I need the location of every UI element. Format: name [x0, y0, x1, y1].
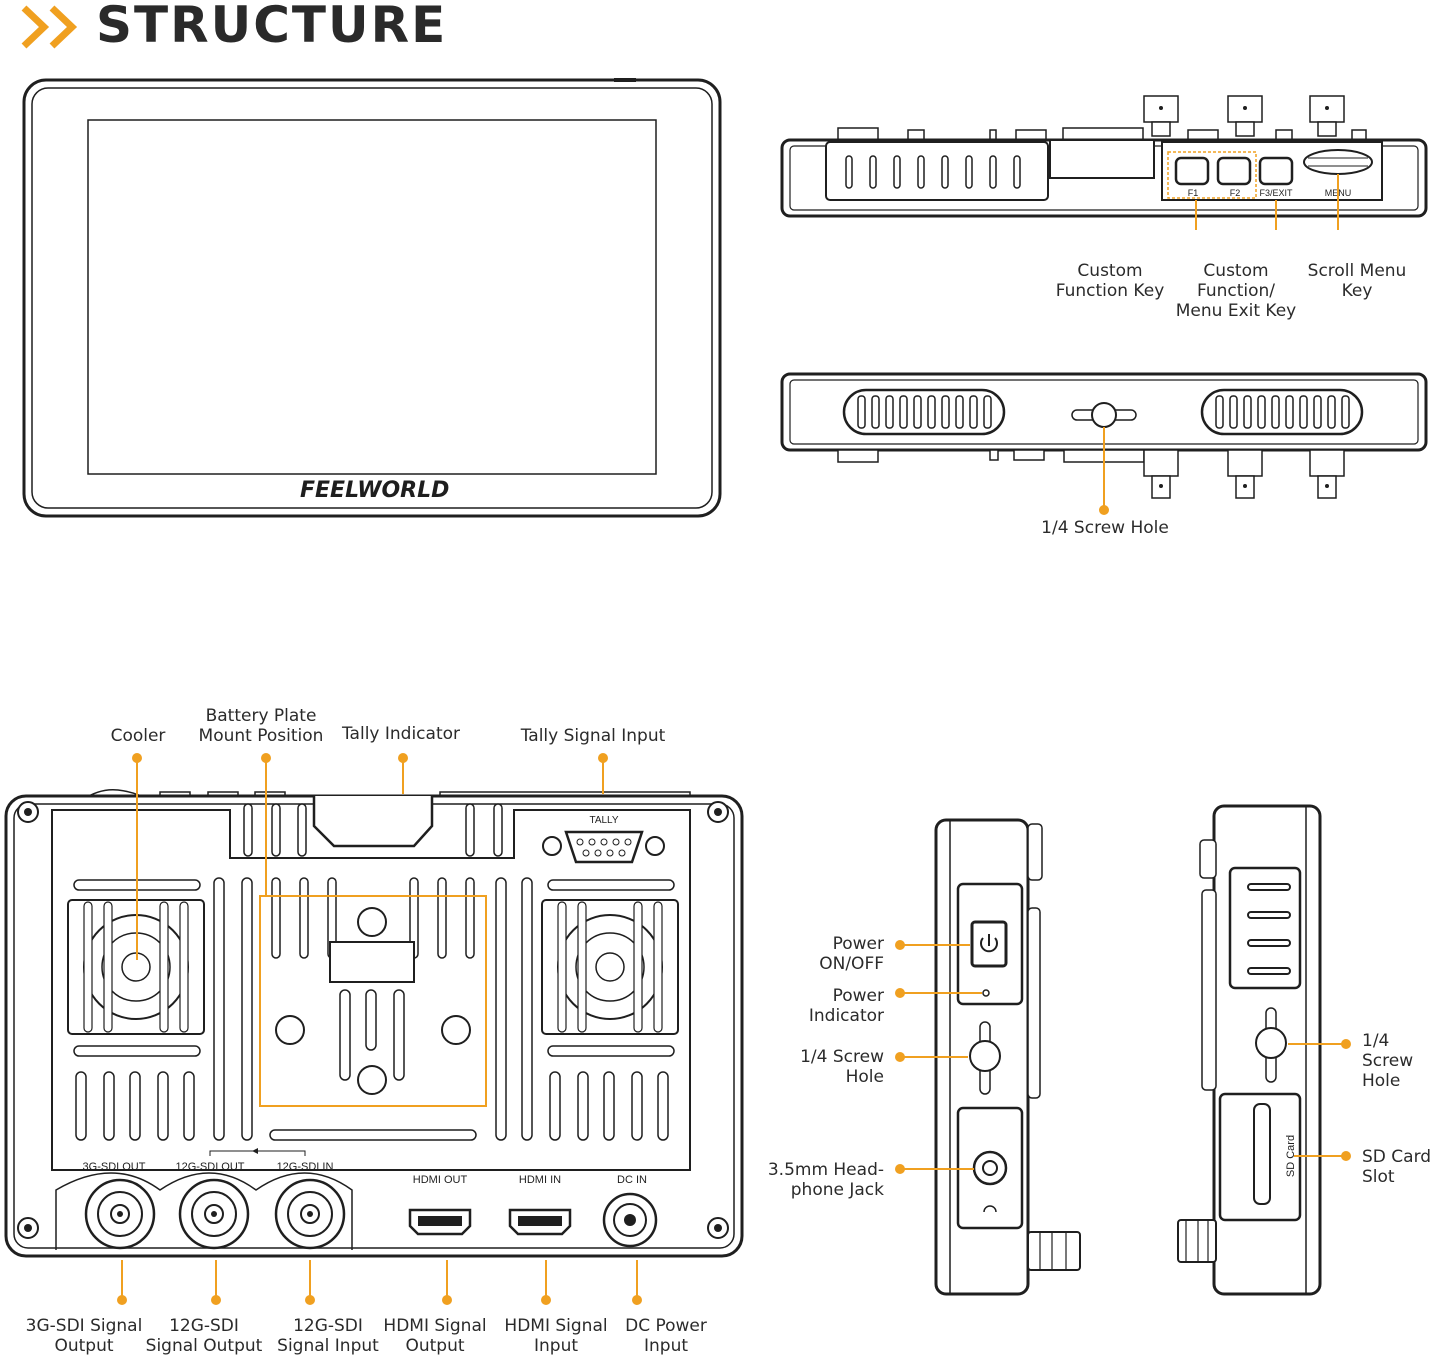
scroll-menu-wheel [1303, 149, 1373, 175]
f1-key [1174, 156, 1210, 186]
f1-key-label: F1 [1188, 188, 1199, 198]
callout-custom-function-key: Custom Function Key [1055, 261, 1165, 301]
port-label-12g-sdi-out: 12G-SDI OUT [175, 1161, 244, 1173]
tally-indicator [312, 796, 434, 848]
top-view: F1 F2 F3/EXIT MENU [780, 95, 1428, 230]
callout-tally-indicator: Tally Indicator [341, 724, 461, 744]
left-side-view [895, 818, 1081, 1296]
screw-hole [969, 1040, 1001, 1072]
callout-bottom-screw-hole: 1/4 Screw Hole [1041, 518, 1169, 538]
tally-connector [564, 830, 644, 864]
power-indicator-led [982, 989, 990, 997]
port-label-tally: TALLY [589, 815, 618, 826]
screw-hole [1255, 1027, 1287, 1059]
sd-card-label: SD Card [1285, 1135, 1297, 1177]
callout-dc-power-input: DC Power Input [625, 1316, 707, 1356]
screw-hole [1091, 402, 1117, 428]
chevron-icon [21, 5, 78, 49]
f3-exit-key [1258, 156, 1294, 186]
port-label-3g-sdi-out: 3G-SDI OUT [83, 1161, 146, 1173]
callout-hdmi-input: HDMI Signal Input [504, 1316, 608, 1356]
callout-battery-plate: Battery Plate Mount Position [198, 706, 324, 746]
callout-sd-card-slot: SD Card Slot [1362, 1147, 1432, 1187]
callout-12g-sdi-input: 12G-SDI Signal Input [277, 1316, 379, 1356]
callout-12g-sdi-output: 12G-SDI Signal Output [145, 1316, 263, 1356]
right-side-view: SD Card [1177, 804, 1351, 1296]
brand-logo: FEELWORLD [300, 478, 450, 503]
f2-key-label: F2 [1230, 188, 1241, 198]
f2-key [1216, 156, 1252, 186]
rear-view: TALLY [4, 753, 744, 1305]
callout-power-on-off: Power ON/OFF [819, 934, 884, 974]
cooler-right [541, 899, 679, 1035]
port-label-hdmi-out: HDMI OUT [413, 1174, 468, 1186]
callout-right-screw-hole: 1/4 Screw Hole [1362, 1031, 1414, 1091]
battery-plate-area [259, 895, 487, 1107]
bottom-view [780, 372, 1428, 515]
callout-hdmi-output: HDMI Signal Output [383, 1316, 487, 1356]
screen [87, 119, 657, 475]
callout-power-indicator: Power Indicator [808, 986, 884, 1026]
callout-scroll-menu-key: Scroll Menu Key [1307, 261, 1407, 301]
page-title: STRUCTURE [96, 0, 448, 54]
callout-tally-signal-input: Tally Signal Input [520, 726, 666, 746]
port-label-12g-sdi-in: 12G-SDI IN [277, 1161, 334, 1173]
f3-key-label: F3/EXIT [1259, 188, 1293, 198]
port-label-dc-in: DC IN [617, 1174, 647, 1186]
cooler-left [67, 899, 205, 1035]
front-view [22, 78, 722, 518]
callout-3g-sdi-output: 3G-SDI Signal Output [25, 1316, 143, 1356]
callout-custom-function-menu-exit: Custom Function/ Menu Exit Key [1175, 261, 1297, 321]
callout-headphone-jack: 3.5mm Head- phone Jack [767, 1160, 884, 1200]
port-label-hdmi-in: HDMI IN [519, 1174, 561, 1186]
callout-left-screw-hole: 1/4 Screw Hole [800, 1047, 884, 1087]
sd-card-slot [1253, 1103, 1271, 1205]
callout-cooler: Cooler [110, 726, 166, 746]
